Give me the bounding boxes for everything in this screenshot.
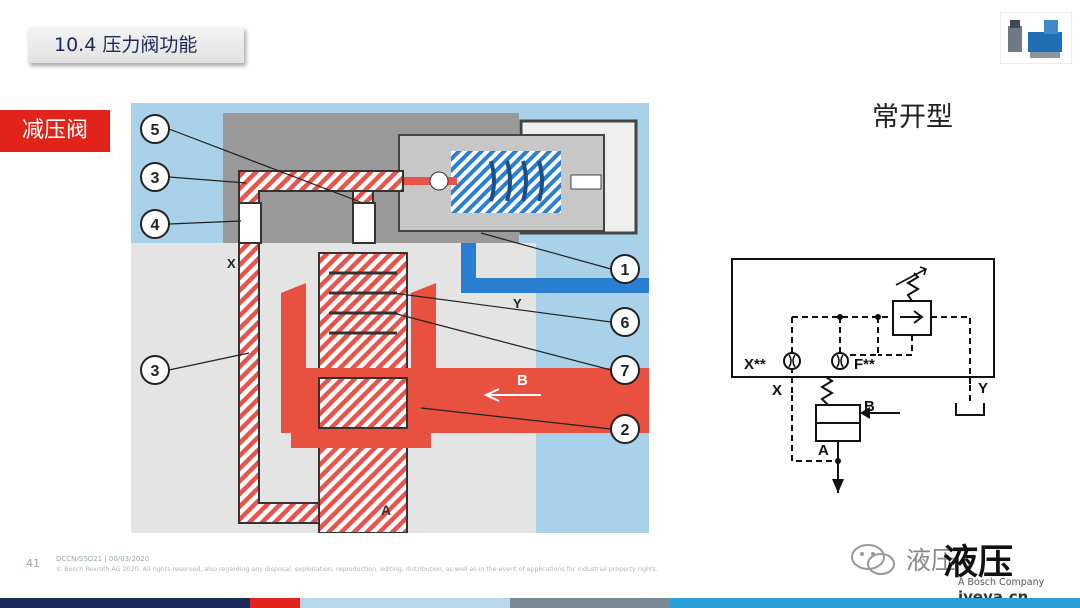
symbol-a-port-label: A — [818, 442, 829, 459]
callout-7: 7 — [610, 355, 640, 385]
callout-2: 2 — [610, 414, 640, 444]
svg-text:5: 5 — [151, 122, 160, 139]
svg-text:7: 7 — [621, 363, 630, 380]
valve-type-tag: 减压阀 — [0, 110, 110, 152]
watermark-text: 液压 — [906, 546, 957, 575]
symbol-x-port-label: X — [772, 382, 782, 399]
product-thumbnail-logo — [1000, 12, 1072, 64]
callout-3-upper: 3 — [140, 162, 170, 192]
wechat-watermark-icon — [851, 544, 895, 575]
symbol-x-throttle-label: X** — [744, 356, 766, 373]
svg-text:4: 4 — [151, 217, 160, 234]
symbol-f-throttle-label: F** — [854, 356, 875, 373]
svg-text:1: 1 — [621, 262, 630, 279]
callout-3-lower: 3 — [140, 355, 170, 385]
svg-text:3: 3 — [151, 170, 160, 187]
normally-open-type-label: 常开型 — [872, 102, 953, 133]
page-number: 41 — [26, 557, 40, 570]
footer-doc-id: DCCN/SSO21 | 00/03/2020 — [56, 555, 150, 563]
slide-title: 10.4 压力阀功能 — [28, 27, 244, 63]
port-y-label: Y — [513, 296, 522, 311]
port-x-label: X — [227, 256, 236, 271]
callout-4: 4 — [140, 209, 170, 239]
svg-text:2: 2 — [621, 422, 630, 439]
svg-text:6: 6 — [621, 315, 630, 332]
callout-5: 5 — [140, 114, 170, 144]
footer-color-bar — [0, 598, 1080, 608]
footer-copyright: © Bosch Rexroth AG 2020. All rights rese… — [56, 566, 658, 573]
valve-cross-section-drawing: X Y B A 5 3 4 3 1 6 7 — [131, 103, 649, 533]
callout-1: 1 — [610, 254, 640, 284]
svg-text:3: 3 — [151, 363, 160, 380]
callout-6: 6 — [610, 307, 640, 337]
symbol-b-port-label: B — [864, 398, 875, 415]
port-b-label: B — [517, 372, 528, 389]
hydraulic-symbol-diagram: X** F** X Y B A — [731, 258, 995, 493]
symbol-y-port-label: Y — [978, 380, 988, 397]
watermark-logo-text: 液压 — [943, 543, 1014, 583]
company-tagline: A Bosch Company — [958, 577, 1045, 588]
port-a-label: A — [381, 502, 391, 518]
